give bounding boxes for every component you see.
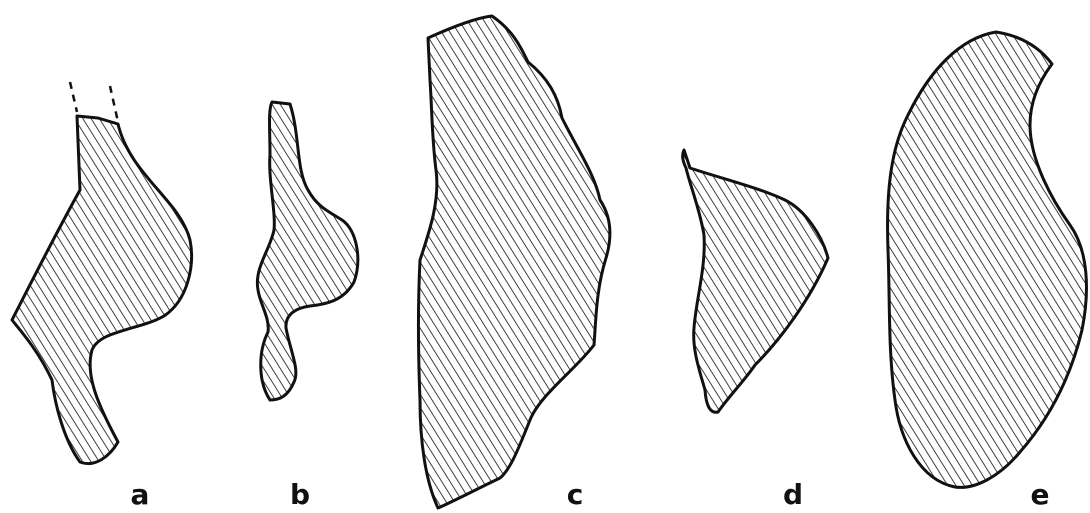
panel-label-c: c: [567, 478, 584, 511]
panel-label-b: b: [290, 478, 310, 511]
panel-label-d: d: [783, 478, 803, 511]
outline-d: [683, 150, 828, 412]
outline-b: [257, 102, 357, 400]
outline-e-shape: [888, 32, 1087, 487]
outline-a-shape: [12, 116, 192, 464]
outline-a-break-left: [70, 82, 77, 112]
outline-a: [12, 82, 192, 464]
outline-a-break-right: [110, 86, 118, 122]
panel-label-e: e: [1031, 478, 1050, 511]
panel-label-a: a: [131, 478, 150, 511]
outline-d-shape: [683, 150, 828, 412]
outline-c: [419, 16, 610, 508]
outline-c-shape: [419, 16, 610, 508]
outline-e: [888, 32, 1087, 487]
outline-b-shape: [257, 102, 357, 400]
